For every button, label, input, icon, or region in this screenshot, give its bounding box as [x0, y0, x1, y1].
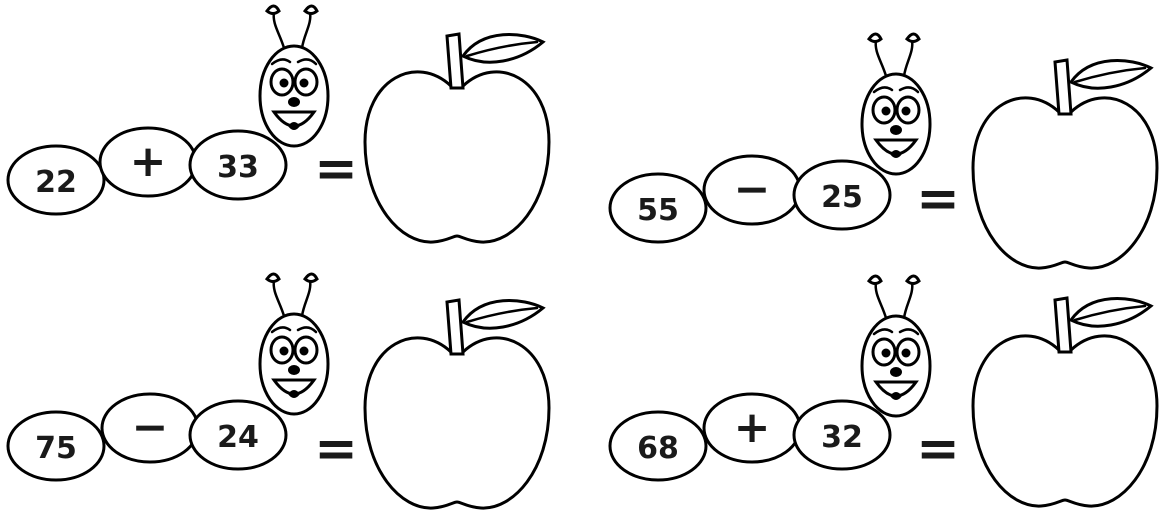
- operand-a: 75: [35, 431, 77, 466]
- operator: −: [734, 164, 771, 215]
- segment-b: [188, 129, 288, 201]
- problem-2: 55 − 25 =: [608, 32, 1159, 270]
- apple-icon[interactable]: [971, 58, 1159, 270]
- segment-b: [792, 159, 892, 231]
- caterpillar-head-icon: [258, 4, 330, 148]
- operand-b: 25: [821, 180, 863, 215]
- operator: +: [734, 402, 771, 453]
- segment-a: [608, 410, 708, 482]
- operator: −: [132, 402, 169, 453]
- apple-icon[interactable]: [363, 32, 551, 244]
- operator: +: [130, 136, 167, 187]
- operand-b: 24: [217, 420, 259, 455]
- problem-4: 68 + 32 =: [608, 274, 1159, 508]
- problem-1: 22 + 33 =: [6, 4, 551, 244]
- caterpillar-head-icon: [860, 32, 932, 176]
- problem-3: 75 − 24 =: [6, 272, 551, 510]
- operand-b: 33: [217, 150, 259, 185]
- segment-a: [608, 172, 708, 244]
- equals-sign: =: [314, 139, 358, 199]
- equals-sign: =: [916, 169, 960, 229]
- segment-a: [6, 410, 106, 482]
- caterpillar-head-icon: [258, 272, 330, 416]
- apple-icon[interactable]: [363, 298, 551, 510]
- segment-b: [188, 399, 288, 471]
- equals-sign: =: [314, 419, 358, 479]
- operand-a: 68: [637, 431, 679, 466]
- segment-b: [792, 399, 892, 471]
- operand-a: 22: [35, 165, 77, 200]
- equals-sign: =: [916, 419, 960, 479]
- segment-a: [6, 144, 106, 216]
- caterpillar-head-icon: [860, 274, 932, 418]
- operand-a: 55: [637, 193, 679, 228]
- operand-b: 32: [821, 420, 863, 455]
- apple-icon[interactable]: [971, 296, 1159, 508]
